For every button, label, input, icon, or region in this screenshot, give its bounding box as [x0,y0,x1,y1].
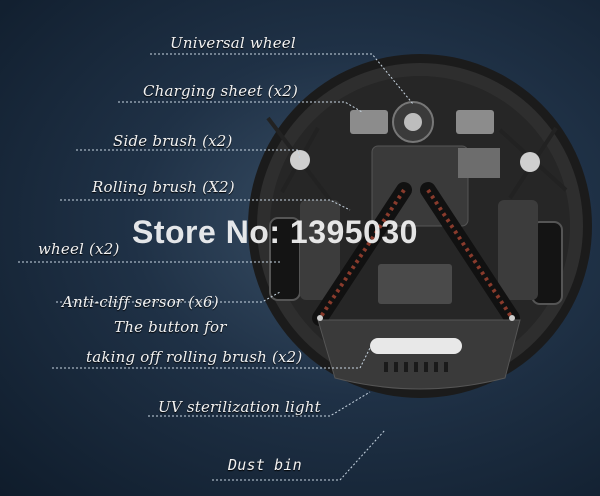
label-universal-wheel: Universal wheel [170,34,296,52]
charging-sheet-left [350,110,388,134]
dust-bin-vents [384,362,448,372]
label-rolling-brush: Rolling brush (X2) [92,178,235,196]
label-wheel: wheel (x2) [38,240,120,258]
store-watermark: Store No: 1395030 [132,214,418,250]
label-uv-part1: UV sterilization [158,398,280,416]
label-anti-cliff-sensor: Anti-cliff sersor (x6) [62,293,219,311]
universal-wheel-hub [404,113,422,131]
side-brush-right [498,126,568,200]
anti-cliff-sensors [298,158,515,321]
label-button-line1: The button for [114,318,227,336]
label-charging-sheet: Charging sheet (x2) [143,82,299,100]
uv-light-window [370,338,462,354]
wheel-housing-right [498,200,538,300]
dust-bin-body [317,319,521,390]
label-dust-bin: Dust bin [228,456,302,474]
wheel-housing-left [300,200,340,300]
leader-lines [18,53,414,481]
label-uv-sterilization: UV sterilization light [158,398,321,416]
rolling-brush-right [420,182,520,326]
label-uv-part2: light [284,398,321,416]
rolling-brush-left [312,182,412,326]
circuit-board [458,148,500,178]
label-side-brush: Side brush (x2) [113,132,233,150]
label-button-line2: taking off rolling brush (x2) [86,348,303,366]
nameplate [378,264,452,304]
charging-sheet-right [456,110,494,134]
